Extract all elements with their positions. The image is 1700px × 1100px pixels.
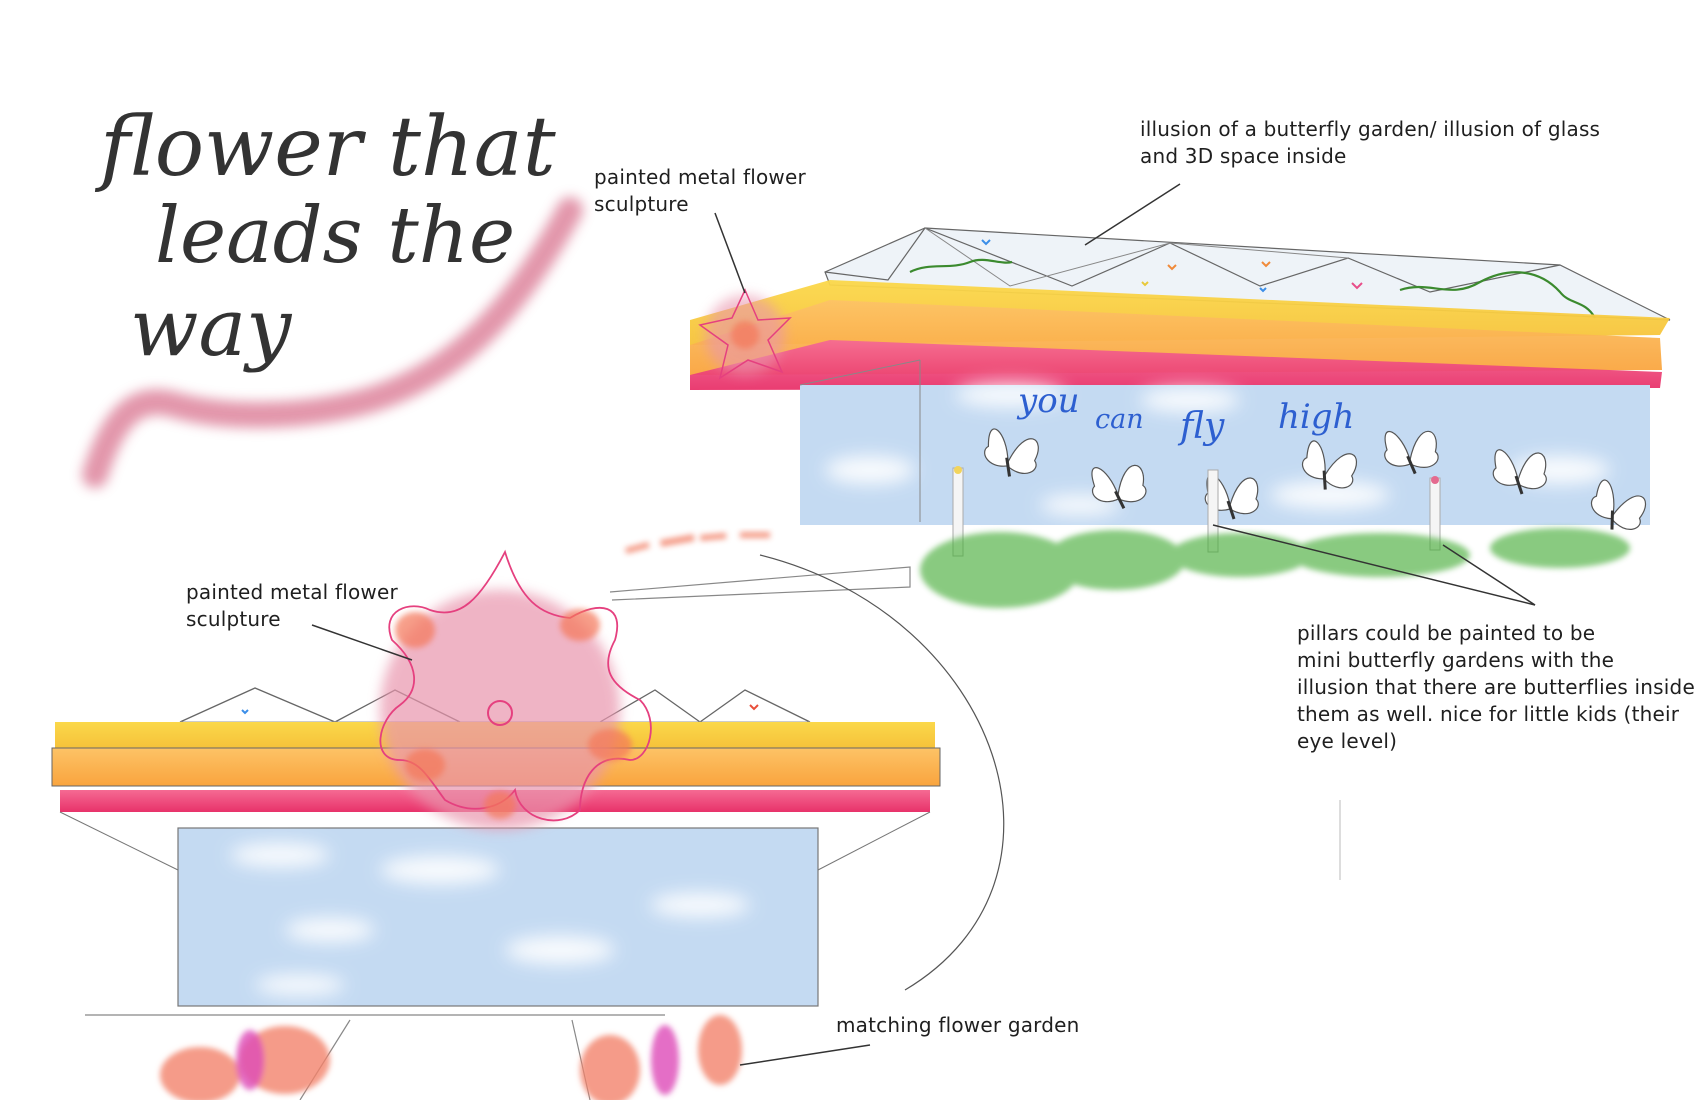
sign-word-can: can (1095, 404, 1144, 435)
flower-garden (160, 1015, 742, 1100)
sign-word-high: high (1278, 397, 1354, 437)
vine-right (1399, 271, 1596, 319)
sign-word-you: you (1016, 381, 1080, 421)
sign-word-fly: fly (1177, 406, 1225, 447)
annotation-garden: matching flower garden (836, 1013, 1080, 1037)
connector-bar (609, 566, 911, 601)
annotation-flower-top: painted metal flower sculpture (594, 165, 806, 216)
flower-sculpture-small (698, 288, 792, 380)
annotation-pillars: pillars could be painted to be mini butt… (1297, 621, 1695, 753)
sign-words: you can fly high (1016, 381, 1354, 447)
flower-sculpture-large (379, 549, 652, 830)
vine-left (909, 258, 1013, 273)
handwritten-title: flower that leads the way (82, 100, 583, 488)
petal-dashes (625, 532, 770, 554)
title-line-2: leads the (155, 191, 515, 281)
annotation-glass: illusion of a butterfly garden/ illusion… (1140, 117, 1601, 168)
pink-brush-stroke (82, 197, 583, 488)
leader-lines (311, 183, 1536, 1066)
grass (920, 528, 1630, 608)
band-magenta (690, 340, 1662, 390)
kiosk-perspective: you can fly high (690, 227, 1671, 608)
title-line-1: flower that (94, 100, 557, 195)
annotation-flower-main: painted metal flower sculpture (186, 580, 398, 631)
title-line-3: way (130, 281, 293, 374)
